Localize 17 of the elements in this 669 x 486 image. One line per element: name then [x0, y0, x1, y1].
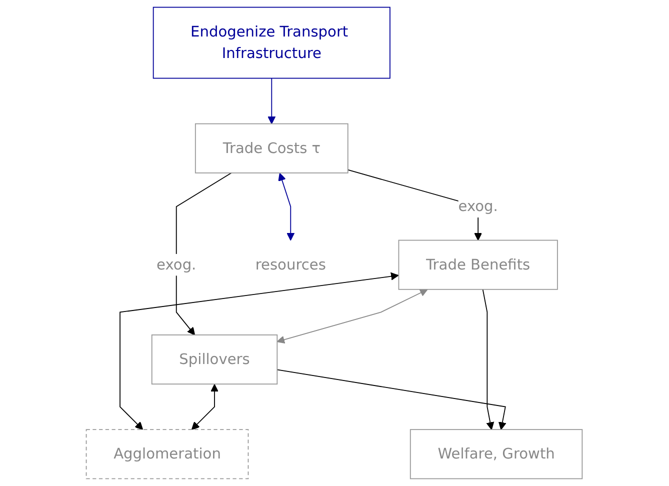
- arrow: [277, 289, 428, 344]
- node-box: Agglomeration: [86, 429, 249, 480]
- arrow: [278, 172, 295, 241]
- node-box: Trade Benefits: [398, 240, 558, 290]
- arrow: [120, 272, 399, 430]
- edge-label: exog.: [156, 256, 196, 274]
- node-box: Spillovers: [152, 334, 278, 384]
- arrow: [192, 384, 219, 430]
- arrow: [176, 172, 232, 336]
- node-box: Trade Costs τ: [195, 123, 349, 174]
- node-text: resources: [256, 256, 326, 274]
- arrow: [482, 288, 494, 430]
- arrow: [268, 78, 276, 124]
- edge-label: exog.: [458, 197, 498, 215]
- node-box: Endogenize Transport Infrastructure: [153, 6, 391, 79]
- node-box: Welfare, Growth: [410, 429, 583, 480]
- arrow: [276, 369, 507, 430]
